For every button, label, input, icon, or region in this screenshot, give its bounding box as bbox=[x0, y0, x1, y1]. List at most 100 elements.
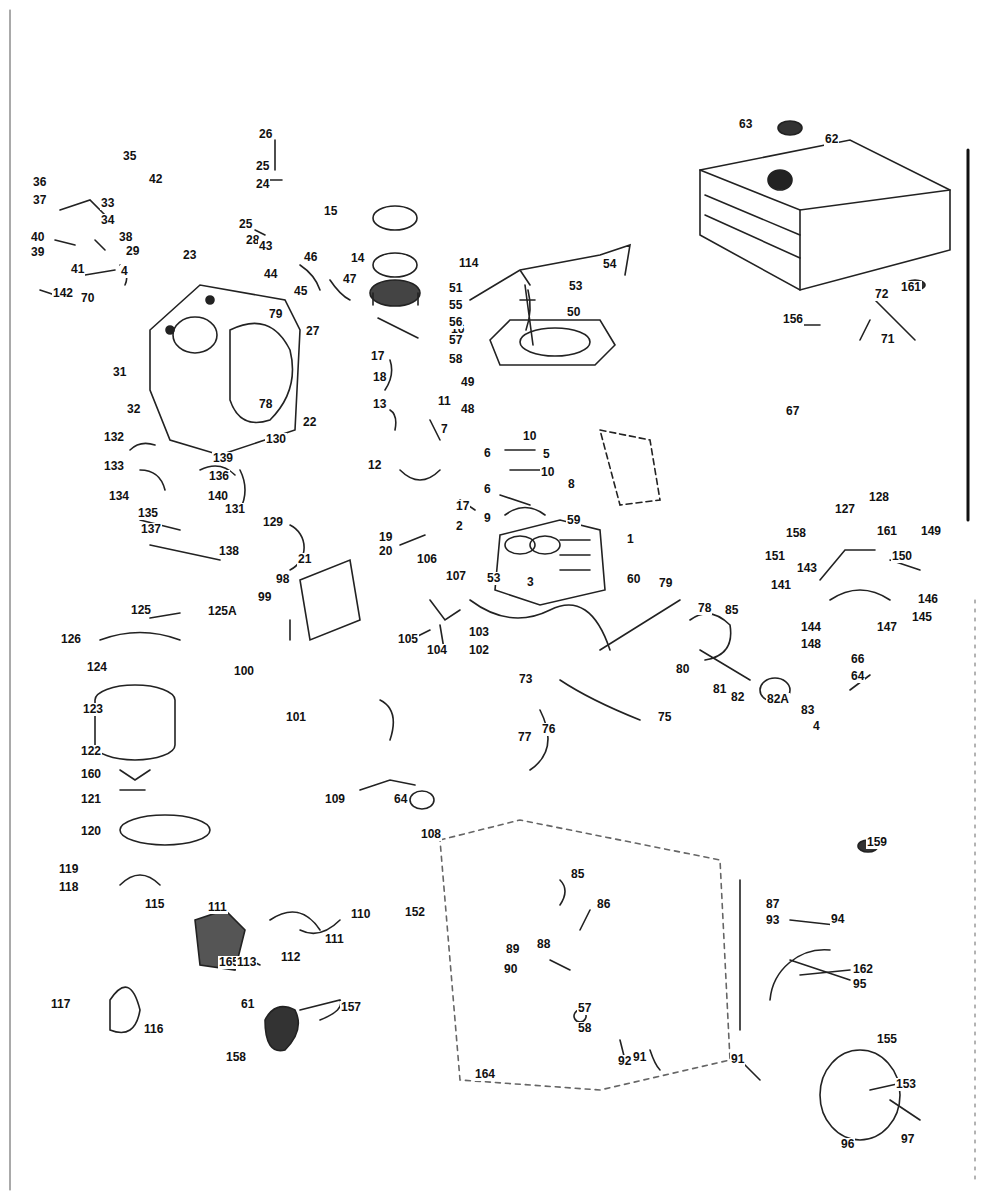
callout-number: 161 bbox=[900, 281, 922, 294]
callout-number: 118 bbox=[58, 881, 79, 894]
crankcase-base bbox=[440, 820, 730, 1090]
callout-number: 161 bbox=[876, 525, 898, 538]
fuel-tank bbox=[700, 121, 950, 340]
callout-number: 101 bbox=[285, 711, 307, 724]
callout-number: 85 bbox=[570, 868, 585, 881]
callout-number: 20 bbox=[378, 545, 393, 558]
callout-number: 6 bbox=[483, 483, 492, 496]
callout-number: 46 bbox=[303, 251, 318, 264]
callout-number: 94 bbox=[830, 913, 845, 926]
callout-number: 27 bbox=[305, 325, 320, 338]
callout-number: 91 bbox=[730, 1053, 745, 1066]
callout-number: 38 bbox=[118, 231, 133, 244]
callout-number: 57 bbox=[577, 1002, 592, 1015]
callout-number: 3 bbox=[526, 576, 535, 589]
callout-number: 159 bbox=[866, 836, 888, 849]
callout-number: 121 bbox=[80, 793, 102, 806]
linkage-parts bbox=[40, 140, 475, 655]
callout-number: 126 bbox=[60, 633, 82, 646]
callout-number: 106 bbox=[416, 553, 438, 566]
callout-number: 33 bbox=[100, 197, 115, 210]
callout-number: 43 bbox=[258, 240, 273, 253]
callout-number: 147 bbox=[876, 621, 898, 634]
callout-number: 57 bbox=[448, 334, 463, 347]
callout-number: 152 bbox=[404, 906, 426, 919]
callout-number: 98 bbox=[275, 573, 290, 586]
callout-number: 110 bbox=[350, 908, 371, 921]
carburetor bbox=[195, 910, 341, 1051]
callout-number: 36 bbox=[32, 176, 47, 189]
callout-number: 62 bbox=[824, 133, 839, 146]
callout-number: 18 bbox=[372, 371, 387, 384]
base-parts bbox=[550, 880, 760, 1080]
callout-number: 73 bbox=[518, 673, 533, 686]
blower-housing bbox=[490, 320, 615, 365]
callout-number: 138 bbox=[218, 545, 240, 558]
callout-number: 25 bbox=[255, 160, 270, 173]
callout-number: 114 bbox=[458, 257, 479, 270]
callout-number: 7 bbox=[440, 423, 449, 436]
callout-number: 129 bbox=[262, 516, 284, 529]
callout-number: 58 bbox=[448, 353, 463, 366]
callout-number: 59 bbox=[566, 514, 581, 527]
callout-number: 49 bbox=[460, 376, 475, 389]
callout-number: 8 bbox=[567, 478, 576, 491]
callout-number: 17 bbox=[455, 500, 470, 513]
callout-number: 149 bbox=[920, 525, 942, 538]
callout-number: 140 bbox=[207, 490, 229, 503]
callout-number: 47 bbox=[342, 273, 357, 286]
callout-number: 100 bbox=[233, 665, 255, 678]
callout-number: 50 bbox=[566, 306, 581, 319]
callout-number: 160 bbox=[80, 768, 102, 781]
callout-number: 91 bbox=[632, 1051, 647, 1064]
callout-number: 35 bbox=[122, 150, 137, 163]
callout-number: 162 bbox=[852, 963, 874, 976]
callout-number: 19 bbox=[378, 531, 393, 544]
callout-number: 5 bbox=[542, 448, 551, 461]
callout-number: 10 bbox=[540, 466, 555, 479]
callout-number: 76 bbox=[541, 723, 556, 736]
callout-number: 83 bbox=[800, 704, 815, 717]
callout-number: 111 bbox=[324, 933, 345, 946]
callout-number: 93 bbox=[765, 914, 780, 927]
callout-number: 109 bbox=[324, 793, 346, 806]
callout-number: 41 bbox=[70, 263, 85, 276]
callout-number: 112 bbox=[280, 951, 301, 964]
callout-number: 120 bbox=[80, 825, 102, 838]
callout-number: 77 bbox=[517, 731, 532, 744]
frame-line bbox=[10, 10, 11, 1190]
callout-number: 158 bbox=[225, 1051, 247, 1064]
callout-number: 11 bbox=[437, 395, 452, 408]
callout-number: 75 bbox=[657, 711, 672, 724]
callout-number: 44 bbox=[263, 268, 278, 281]
callout-number: 88 bbox=[536, 938, 551, 951]
callout-number: 105 bbox=[397, 633, 419, 646]
callout-number: 70 bbox=[80, 292, 95, 305]
callout-number: 42 bbox=[148, 173, 163, 186]
callout-number: 125A bbox=[207, 605, 238, 618]
callout-number: 99 bbox=[257, 591, 272, 604]
callout-number: 6 bbox=[483, 447, 492, 460]
callout-number: 24 bbox=[255, 178, 270, 191]
callout-number: 45 bbox=[293, 285, 308, 298]
callout-number: 63 bbox=[738, 118, 753, 131]
callout-number: 2 bbox=[455, 520, 464, 533]
callout-number: 155 bbox=[876, 1033, 898, 1046]
callout-number: 134 bbox=[108, 490, 130, 503]
callout-number: 153 bbox=[895, 1078, 917, 1091]
callout-number: 137 bbox=[140, 523, 162, 536]
callout-number: 89 bbox=[505, 943, 520, 956]
callout-number: 78 bbox=[258, 398, 273, 411]
callout-number: 32 bbox=[126, 403, 141, 416]
callout-number: 13 bbox=[372, 398, 387, 411]
callout-number: 80 bbox=[675, 663, 690, 676]
callout-number: 34 bbox=[100, 214, 115, 227]
callout-number: 60 bbox=[626, 573, 641, 586]
callout-number: 67 bbox=[785, 405, 800, 418]
callout-number: 136 bbox=[208, 470, 230, 483]
callout-number: 81 bbox=[712, 683, 727, 696]
callout-number: 79 bbox=[268, 308, 283, 321]
callout-number: 158 bbox=[785, 527, 807, 540]
frame-line bbox=[967, 150, 970, 520]
